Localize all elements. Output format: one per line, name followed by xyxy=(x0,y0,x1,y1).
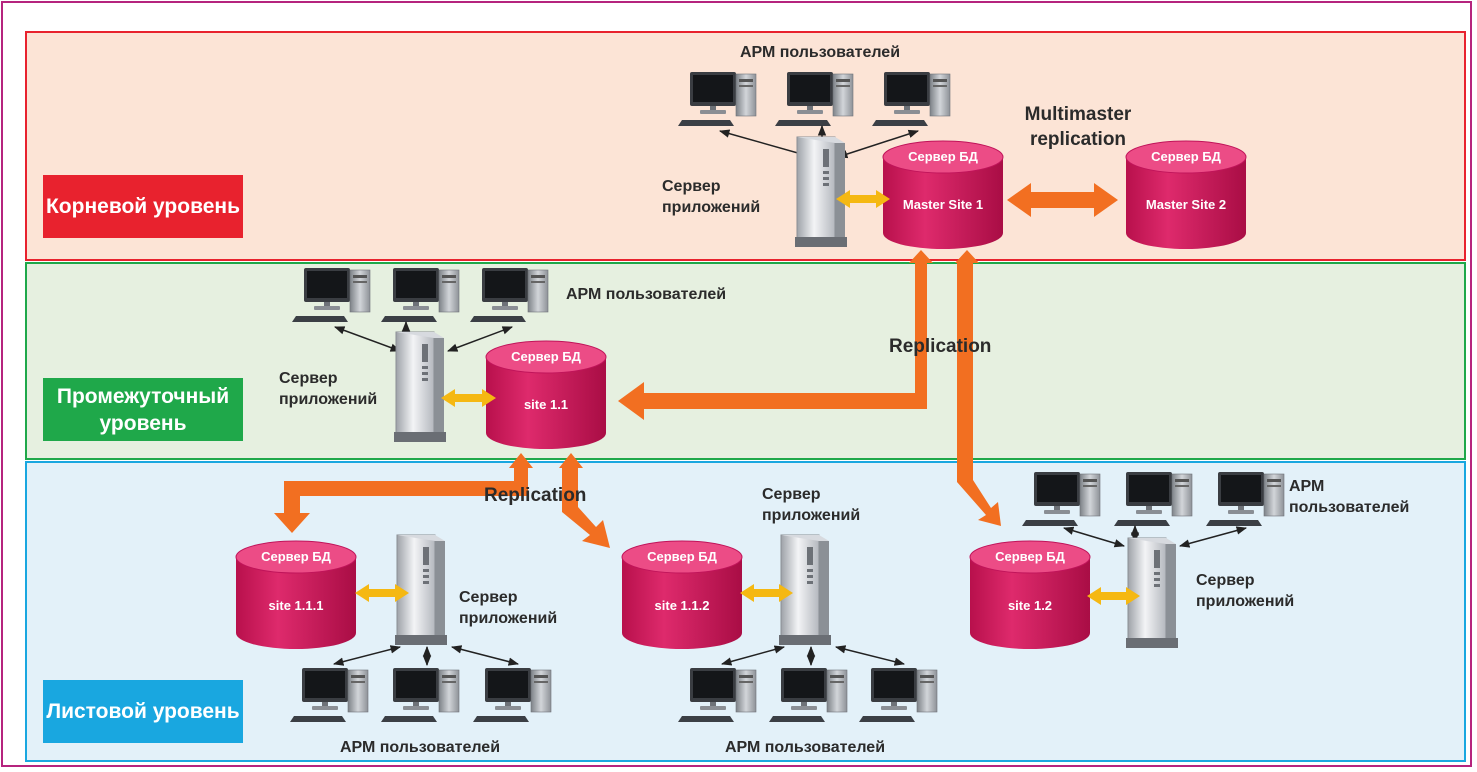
workstation-icon xyxy=(768,667,848,723)
workstation-icon xyxy=(380,267,460,323)
middle-app-server-label: Сервер приложений xyxy=(279,370,378,408)
leaf2-ws-connectors xyxy=(720,645,906,667)
workstation-icon xyxy=(677,667,757,723)
workstation-icon xyxy=(380,667,460,723)
replication-label-middle: Replication xyxy=(889,336,992,357)
root-app-server-icon xyxy=(794,136,848,248)
replication-arrow-master1-to-site11 xyxy=(618,250,933,420)
leaf3-arm-label-line2: пользоватeлей xyxy=(1289,499,1410,516)
workstation-icon xyxy=(289,667,369,723)
multimaster-replication-label: Multimaster replication xyxy=(1024,104,1132,150)
leaf3-app-server-label: Сервер приложений xyxy=(1196,572,1295,610)
root-workstations xyxy=(677,71,951,127)
site-1-1-label: site 1.1 xyxy=(523,397,569,412)
leaf1-app-db-link-arrow xyxy=(355,584,409,602)
leaf2-workstations xyxy=(677,667,938,723)
leaf2-app-server-label: Сервер приложений xyxy=(762,486,861,524)
master-site-2-label: Master Site 2 xyxy=(1145,197,1227,212)
workstation-icon xyxy=(1205,471,1285,527)
db-server-label: Сервер БД xyxy=(261,549,331,564)
db-server-label: Сервер БД xyxy=(511,349,581,364)
master-site-1-label: Master Site 1 xyxy=(902,197,984,212)
workstation-icon xyxy=(1021,471,1101,527)
middle-app-server-icon xyxy=(393,331,447,443)
middle-level-badge: Промежуточный уровень xyxy=(43,378,243,441)
leaf1-app-server-label: Сервер приложений xyxy=(459,589,558,627)
root-app-db-link-arrow xyxy=(836,190,890,208)
root-level-badge: Корневой уровень xyxy=(43,175,243,238)
middle-arm-label: АРМ пользователей xyxy=(566,286,727,303)
leaf3-arm-label: АРМ пользоватeлей xyxy=(1289,476,1429,518)
leaf2-arm-label: АРМ пользователей xyxy=(724,739,886,756)
db-server-label: Сервер БД xyxy=(908,149,978,164)
middle-level-band xyxy=(25,262,1466,460)
leaf3-app-db-link-arrow xyxy=(1087,587,1140,605)
leaf1-ws-connectors xyxy=(332,645,520,667)
workstation-icon xyxy=(469,267,549,323)
leaf1-arm-label: АРМ пользователей xyxy=(339,739,501,756)
replication-arrow-site11-to-site111 xyxy=(274,453,533,533)
db-server-label: Сервер БД xyxy=(1151,149,1221,164)
leaf2-app-db-link-arrow xyxy=(740,584,793,602)
workstation-icon xyxy=(871,71,951,127)
leaf3-arm-label-line1: АРМ xyxy=(1289,478,1325,495)
workstation-icon xyxy=(291,267,371,323)
workstation-icon xyxy=(472,667,552,723)
site-1-2-label: site 1.2 xyxy=(1007,598,1053,613)
leaf3-workstations xyxy=(1021,471,1285,527)
workstation-icon xyxy=(677,71,757,127)
root-arm-label: АРМ пользователей xyxy=(739,44,901,61)
workstation-icon xyxy=(858,667,938,723)
site-1-1-1-label: site 1.1.1 xyxy=(268,598,324,613)
root-app-server-label: Сервер приложений xyxy=(662,178,761,216)
db-server-label: Сервер БД xyxy=(995,549,1065,564)
replication-arrow-site11-to-site112 xyxy=(559,453,610,548)
db-server-label: Сервер БД xyxy=(647,549,717,564)
multimaster-replication-arrow xyxy=(1007,183,1118,217)
middle-app-db-link-arrow xyxy=(441,389,496,407)
replication-arrow-master1-to-site12 xyxy=(955,250,1001,526)
site-1-1-2-label: site 1.1.2 xyxy=(654,598,710,613)
leaf1-workstations xyxy=(289,667,552,723)
replication-label-leaf: Replication xyxy=(484,485,587,506)
leaf-level-badge: Листовой уровень xyxy=(43,680,243,743)
middle-workstations xyxy=(291,267,549,323)
workstation-icon xyxy=(1113,471,1193,527)
workstation-icon xyxy=(774,71,854,127)
